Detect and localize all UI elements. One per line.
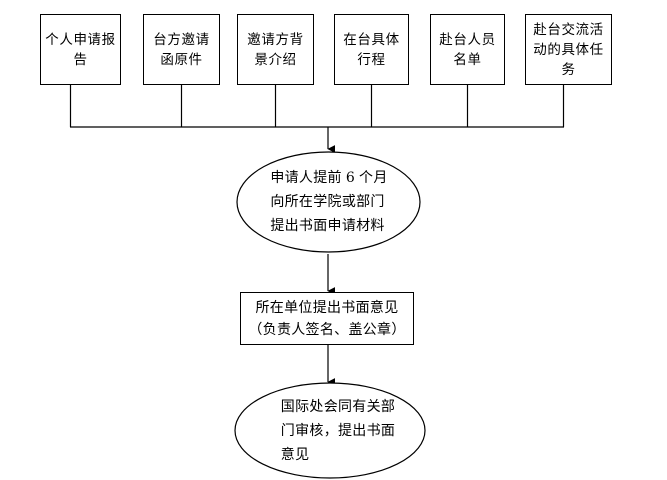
input-box-label: 赴台交流活动的具体任务: [533, 21, 604, 78]
step1-ellipse-shape: [236, 151, 421, 253]
input-box-taiwan-invitation-letter-original[interactable]: 台方邀请函原件: [143, 14, 220, 85]
input-box-label: 邀请方背景介绍: [247, 31, 304, 68]
step2-line-1: 所在单位提出书面意见: [255, 299, 399, 316]
input-box-itinerary-in-taiwan[interactable]: 在台具体行程: [334, 14, 409, 85]
input-box-label: 赴台人员名单: [439, 31, 496, 68]
input-box-personal-application-report[interactable]: 个人申请报告: [40, 14, 121, 85]
step2-box-unit-written-opinion[interactable]: 所在单位提出书面意见 （负责人签名、盖公章）: [240, 292, 414, 345]
step3-ellipse-shape: [234, 382, 426, 479]
input-box-inviter-background-intro[interactable]: 邀请方背景介绍: [237, 14, 314, 85]
input-box-traveler-name-list[interactable]: 赴台人员名单: [430, 14, 505, 85]
input-box-label: 在台具体行程: [343, 31, 400, 68]
input-box-label: 个人申请报告: [45, 31, 116, 68]
input-box-specific-exchange-tasks[interactable]: 赴台交流活动的具体任务: [525, 14, 612, 85]
input-box-label: 台方邀请函原件: [153, 31, 210, 68]
step2-line-2: （负责人签名、盖公章）: [248, 321, 406, 338]
